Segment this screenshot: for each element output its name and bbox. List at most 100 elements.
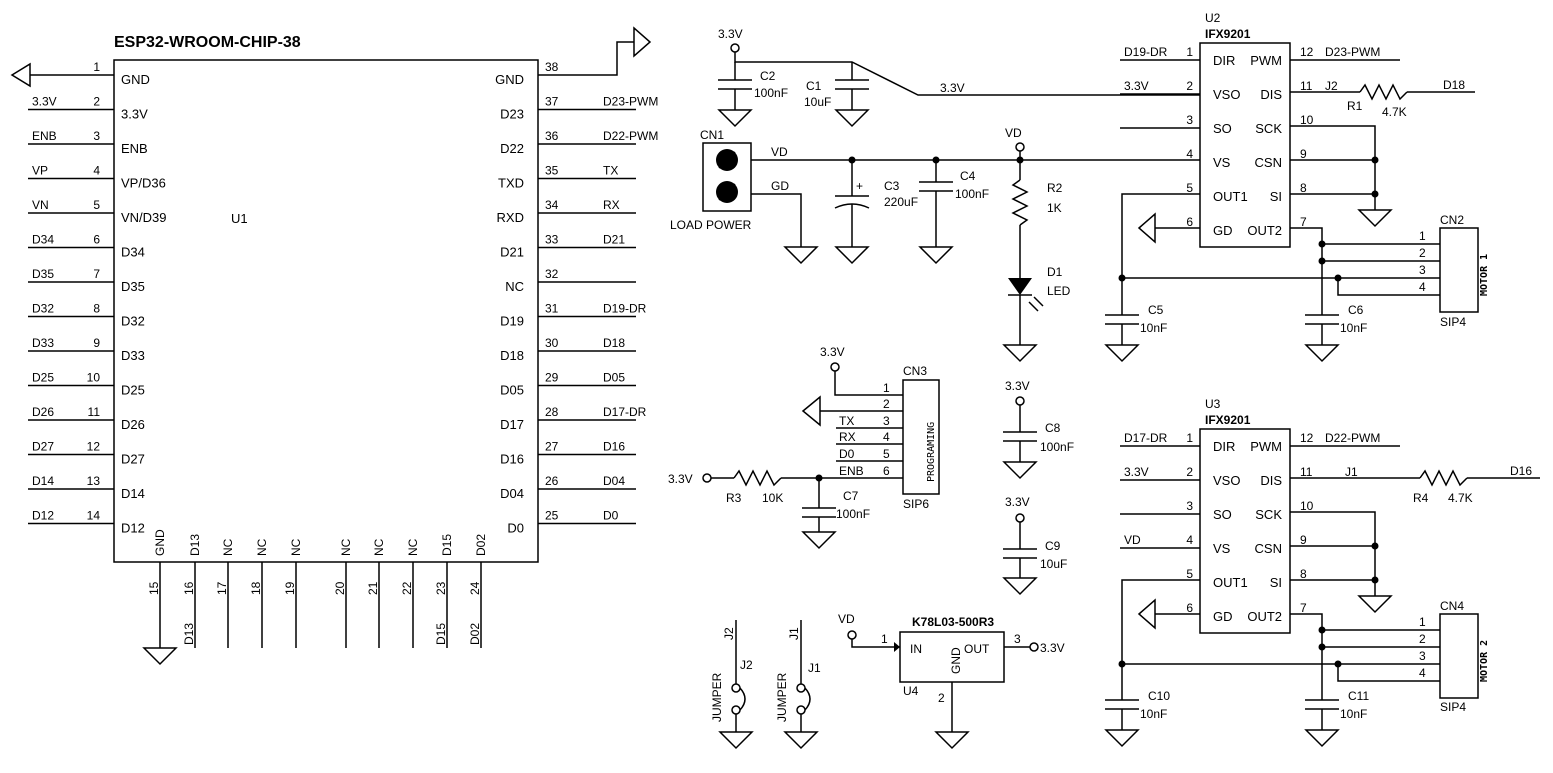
u1-right-pin-net-30: D18 — [603, 336, 625, 350]
u1-body — [113, 59, 539, 563]
u1-right-pin-net-25: D0 — [603, 509, 619, 523]
c3-ref: C3 — [884, 179, 900, 193]
u1-pin1-ground-arrow — [10, 62, 31, 88]
u2-right-num-8: 8 — [1300, 181, 1307, 195]
j2-ground-symbol — [718, 731, 754, 750]
u1-left-pin-num-11: 11 — [88, 405, 101, 419]
u1-bottom-pin-name-19: NC — [289, 538, 303, 556]
cn1-body — [702, 142, 752, 212]
r4-net: D16 — [1510, 464, 1532, 478]
u3-left-name-1: DIR — [1213, 439, 1235, 454]
c2-ref: C2 — [760, 69, 776, 83]
cn4-body — [1439, 613, 1479, 699]
u4-in-arrow — [894, 642, 900, 652]
u1-right-pin-name-26: D04 — [500, 486, 524, 501]
u3-left-num-1: 1 — [1186, 431, 1193, 445]
c4-ref: C4 — [960, 169, 976, 183]
u1-right-pin-num-29: 29 — [545, 371, 559, 385]
u1-right-pin-name-36: D22 — [500, 141, 524, 156]
u3-body — [1199, 428, 1291, 634]
cn1-ground-symbol — [783, 246, 819, 265]
u3-part: IFX9201 — [1205, 413, 1251, 427]
u4-pin-gnd: GND — [949, 647, 963, 674]
u1-left-pin-num-9: 9 — [93, 336, 100, 350]
u4-pin-out-num: 3 — [1014, 632, 1021, 646]
u4-ref: U4 — [903, 684, 919, 698]
j1-pin-2 — [796, 705, 806, 715]
u2-right-net-11: J2 — [1325, 79, 1338, 93]
u1-right-pin-net-35: TX — [603, 164, 618, 178]
u3-right-name-11: DIS — [1260, 473, 1282, 488]
u3-right-name-8: SI — [1270, 575, 1282, 590]
u1-right-pin-net-33: D21 — [603, 233, 625, 247]
cn3-pin-num-1: 1 — [883, 381, 890, 395]
u2-right-num-10: 10 — [1300, 113, 1314, 127]
cn2-pin3-num: 3 — [1419, 263, 1426, 277]
u1-bottom-pin-num-23: 23 — [434, 581, 448, 595]
cn3-body — [902, 379, 940, 495]
u1-bottom-pin-name-20: NC — [339, 538, 353, 556]
u2-right-name-9: CSN — [1255, 155, 1282, 170]
u3-left-name-3: SO — [1213, 507, 1232, 522]
u3-gd-ground-arrow — [1137, 598, 1156, 630]
u1-left-pin-num-13: 13 — [87, 474, 101, 488]
u1-bottom-pin-net-24: D02 — [468, 623, 482, 645]
u3-left-num-6: 6 — [1186, 601, 1193, 615]
u1-bottom-pin-num-20: 20 — [333, 581, 347, 595]
u1-left-pins: 1GND23.3V3.3V3ENBENB4VP/D36VP5VN/D39VN6D… — [28, 60, 167, 536]
cn1-net-gd: GD — [771, 179, 789, 193]
cn4-type: SIP4 — [1440, 700, 1466, 714]
u1-pin38-ground-wire — [538, 41, 634, 76]
u1-bottom-pin-num-16: 16 — [182, 581, 196, 595]
cn3-pin-num-2: 2 — [883, 397, 890, 411]
u1-left-pin-name-6: D34 — [121, 245, 145, 260]
r2-resistor — [1011, 179, 1029, 226]
vd-label: VD — [1005, 126, 1022, 140]
j1-type: JUMPER — [775, 672, 789, 722]
u2-left-num-1: 1 — [1186, 45, 1193, 59]
cn2-body — [1439, 227, 1479, 313]
c1-ref: C1 — [806, 79, 822, 93]
u1-left-pin-name-4: VP/D36 — [121, 176, 166, 191]
u1-bottom-pin-num-24: 24 — [468, 581, 482, 595]
u3-left-num-2: 2 — [1186, 465, 1193, 479]
r1-net: D18 — [1443, 78, 1465, 92]
d1-light-ray-2 — [1033, 296, 1044, 307]
cn4-pin1-num: 1 — [1419, 615, 1426, 629]
u2-left-name-6: GD — [1213, 223, 1233, 238]
j1-ground-symbol — [783, 731, 819, 750]
r1-resistor — [1359, 83, 1408, 101]
cn3-pin-net-4: RX — [839, 430, 856, 444]
cn4-pin34-junction — [1334, 660, 1342, 668]
cn3-pin-num-6: 6 — [883, 464, 890, 478]
c7-value: 100nF — [836, 507, 870, 521]
j2-type: JUMPER — [710, 672, 724, 722]
u1-left-pin-num-10: 10 — [87, 371, 101, 385]
u3-left-name-4: VS — [1213, 541, 1231, 556]
c9-rail: 3.3V — [1005, 495, 1030, 509]
u4-vd-terminal — [847, 630, 857, 640]
u2-logic-ground-symbol — [1357, 209, 1393, 228]
u2-driver: U2 IFX9201 1DIRD19-DR2VSO3.3V3SO4VS5OUT1… — [1104, 11, 1490, 363]
u3-si-junction — [1371, 576, 1379, 584]
cn3-ground-arrow — [801, 395, 821, 427]
j1-ref-vertical: J1 — [787, 627, 801, 640]
r4-ref: R4 — [1413, 491, 1429, 505]
r3-3v3-terminal — [702, 473, 712, 483]
cn3-pin1-wire — [834, 371, 903, 396]
cn3-ref: CN3 — [903, 364, 927, 378]
c11-value: 10nF — [1340, 707, 1367, 721]
u1-left-pin-num-6: 6 — [93, 233, 100, 247]
u4-regulator: K78L03-500R3 U4 IN OUT GND VD 1 3.3V 3 2 — [838, 612, 1065, 750]
cn1-screw-1-slot — [718, 151, 736, 169]
u1-bottom-pin-name-15: GND — [153, 529, 167, 556]
r3-value: 10K — [762, 491, 783, 505]
u3-left-name-2: VSO — [1213, 473, 1240, 488]
cn2-type: SIP4 — [1440, 315, 1466, 329]
c6-ref: C6 — [1348, 303, 1364, 317]
cn3-name: PROGRAMING — [926, 422, 937, 482]
u2-right-num-12: 12 — [1300, 45, 1314, 59]
u1-left-pin-net-2: 3.3V — [32, 95, 57, 109]
r3-resistor — [733, 469, 782, 487]
u1-left-pin-net-3: ENB — [32, 129, 57, 143]
